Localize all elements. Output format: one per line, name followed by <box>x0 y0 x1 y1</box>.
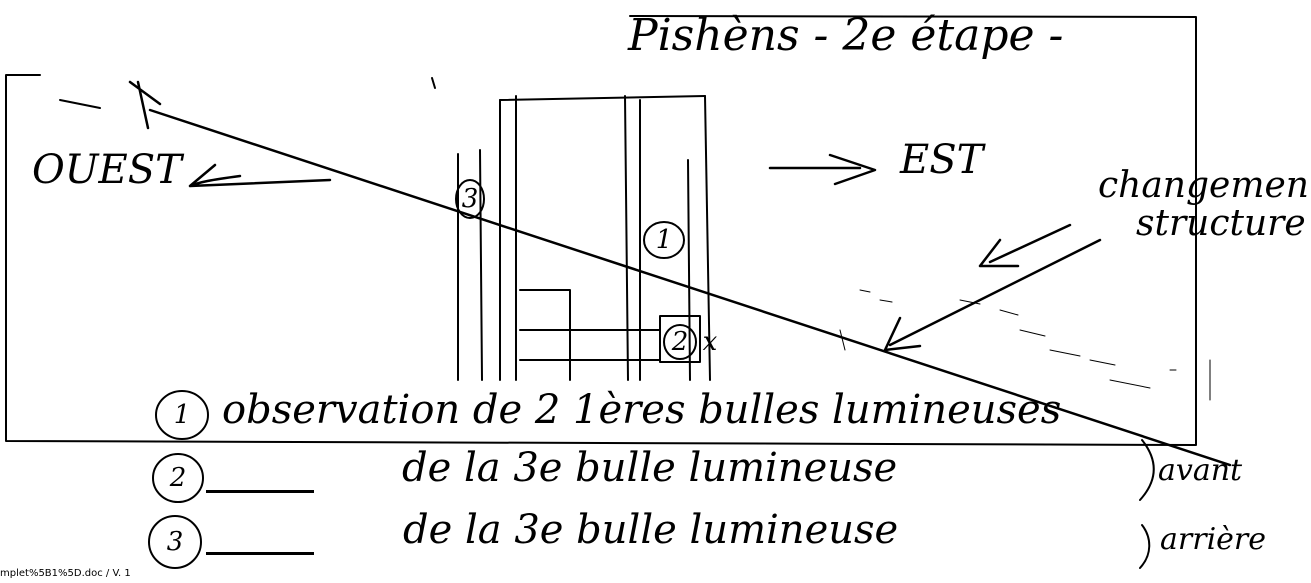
annotation-line-1: changement <box>1098 165 1311 206</box>
legend-circle-1 <box>155 390 209 440</box>
west-arrow <box>188 163 332 188</box>
arrow-head-nw <box>128 80 162 130</box>
legend-bracket-avant <box>1139 439 1155 501</box>
legend-text-2: de la 3e bulle lumineuse <box>402 445 898 491</box>
legend-dash-2 <box>206 490 314 493</box>
hatch-marks <box>839 289 1211 401</box>
legend-circle-2 <box>152 453 204 503</box>
marker-2-circle <box>663 324 697 360</box>
legend-dash-3 <box>206 552 314 555</box>
marker-3-label: 3 <box>461 184 479 214</box>
direction-east-label: EST <box>900 137 984 183</box>
direction-west-label: OUEST <box>32 147 182 193</box>
structure-top <box>499 95 706 101</box>
diagonal-extension <box>59 99 101 109</box>
legend-bracket-arriere <box>1139 524 1151 569</box>
legend-circle-3 <box>148 515 202 569</box>
change-arrow-2 <box>883 238 1102 352</box>
legend-number-1: 1 <box>173 400 191 430</box>
marker-1-label: 1 <box>655 225 673 255</box>
legend-number-2: 2 <box>169 463 187 493</box>
marker-1-circle <box>643 221 685 259</box>
annotation-line-2: structure <box>1136 203 1306 244</box>
legend-suffix-avant: avant <box>1158 453 1243 488</box>
east-arrow <box>768 153 877 186</box>
tick-mark <box>431 77 436 89</box>
legend-suffix-arriere: arrière <box>1160 522 1267 557</box>
marker-2-x: x <box>702 327 718 357</box>
structure-box <box>659 315 701 363</box>
marker-2-label: 2 <box>671 327 689 357</box>
structure-ledge <box>519 289 571 381</box>
structure-block <box>519 329 661 361</box>
structure-center-left <box>499 95 517 381</box>
page-title: Pishèns - 2e étape - <box>628 10 1064 61</box>
legend-number-3: 3 <box>166 527 184 557</box>
change-arrow-1 <box>978 223 1072 268</box>
marker-3-circle <box>455 179 485 219</box>
document-footer: mplet%5B1%5D.doc / V. 1 <box>0 568 131 579</box>
frame-outline <box>5 15 1197 446</box>
legend-text-3: de la 3e bulle lumineuse <box>403 507 899 553</box>
structure-center-right <box>624 95 641 381</box>
structure-right-wall <box>687 95 711 381</box>
legend-text-1: observation de 2 1ères bulles lumineuses <box>222 387 1062 433</box>
